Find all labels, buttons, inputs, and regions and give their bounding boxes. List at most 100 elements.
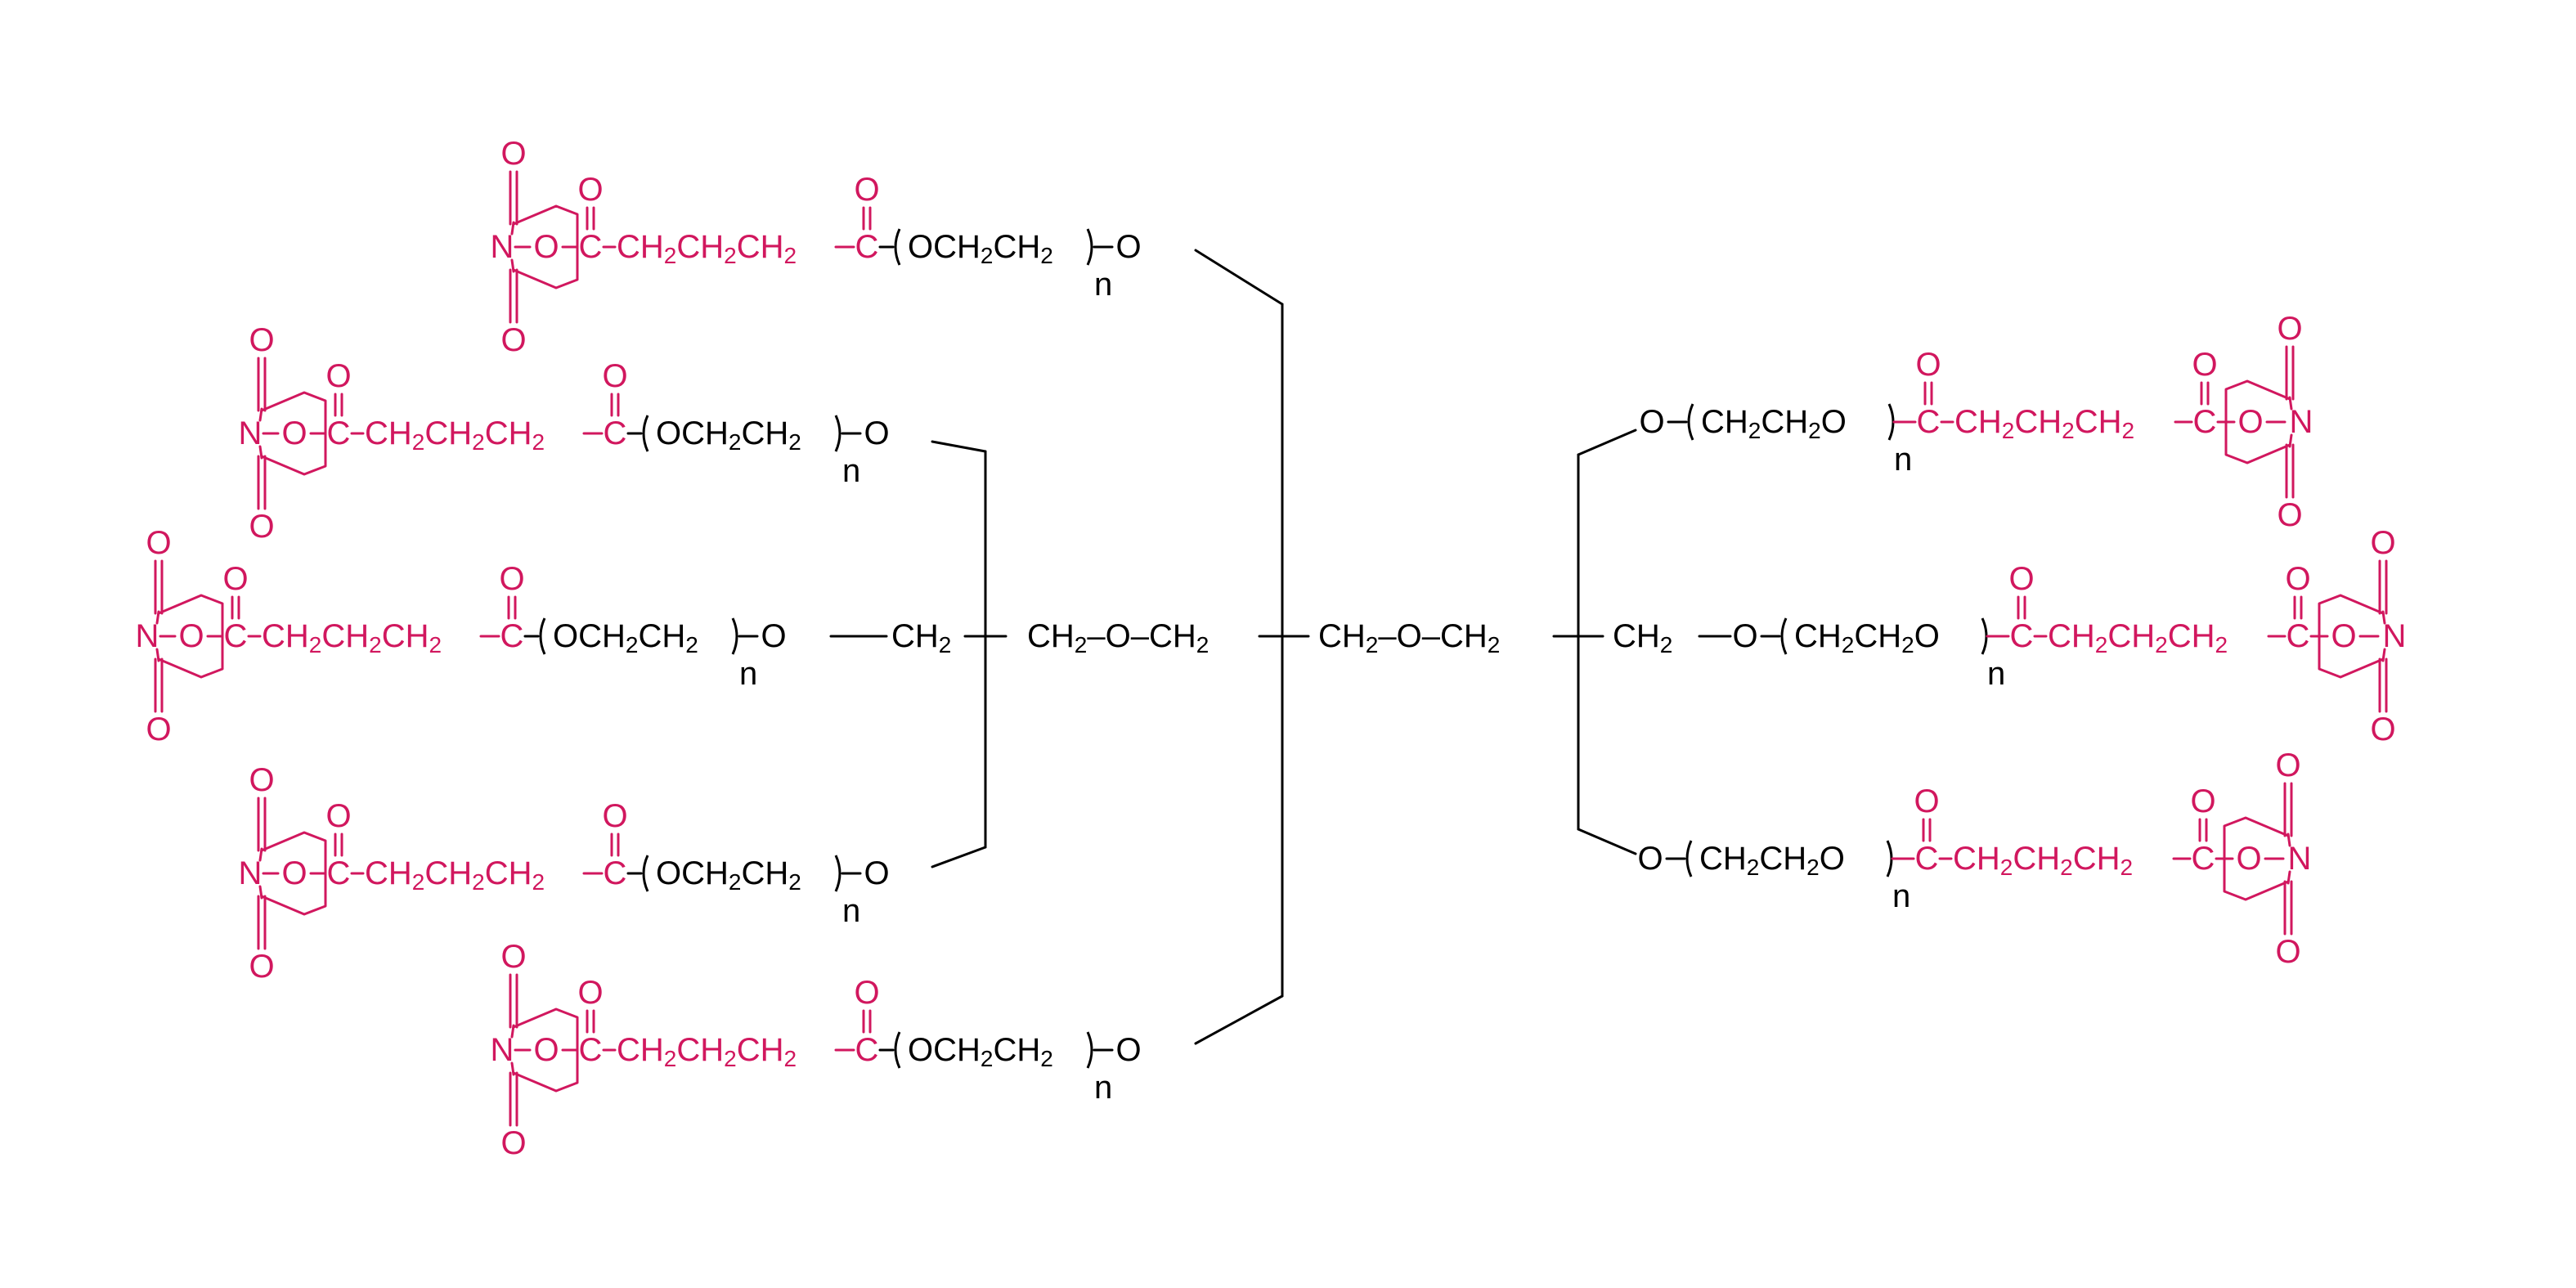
carbonyl-oxygen: O <box>2008 561 2034 597</box>
subscript: 2 <box>1075 632 1088 657</box>
ring-bond <box>2287 832 2291 847</box>
formula-part: CH <box>741 855 788 891</box>
ester-oxygen: O <box>178 618 204 654</box>
repeat-open-bracket <box>894 1031 901 1069</box>
formula-part: CH <box>1613 618 1660 654</box>
formula-part: CH <box>262 618 309 654</box>
nitrogen-atom: N <box>239 855 263 891</box>
branch-bond <box>1577 429 1637 456</box>
formula-part: CH <box>485 855 532 891</box>
subscript: 2 <box>2120 855 2134 880</box>
ester-oxygen: O <box>2236 841 2261 877</box>
ester-oxygen: O <box>533 1032 559 1068</box>
carbonyl-oxygen: O <box>249 509 274 545</box>
ester-oxygen: O <box>281 415 307 451</box>
carbonyl-carbon: C <box>2010 618 2034 654</box>
carbonyl-carbon: C <box>224 618 248 654</box>
carbonyl-oxygen: O <box>325 358 351 394</box>
carbonyl-oxygen: O <box>249 762 274 798</box>
peg-repeat-unit: OCH2CH2 <box>908 229 1053 268</box>
repeat-close-bracket <box>1981 617 1988 655</box>
carbonyl-oxygen: O <box>2192 347 2217 383</box>
carbonyl-oxygen: O <box>1914 783 1939 819</box>
carbonyl-carbon: C <box>2193 404 2217 440</box>
carbonyl-carbon: C <box>1915 841 1939 877</box>
formula-part: CH <box>1318 618 1366 654</box>
peg-repeat-unit: OCH2CH2 <box>553 618 698 657</box>
subscript: 2 <box>729 869 742 895</box>
carbonyl-oxygen: O <box>577 172 603 208</box>
carbonyl-oxygen: O <box>2275 934 2300 970</box>
formula-part: CH <box>676 1032 724 1068</box>
carbonyl-oxygen: O <box>1915 347 1941 383</box>
methylene-group: CH2 <box>1613 618 1672 657</box>
carbonyl-carbon: C <box>855 1032 879 1068</box>
carbonyl-oxygen: O <box>499 561 524 597</box>
peg-repeat-unit: CH2CH2O <box>1699 841 1845 880</box>
nitrogen-atom: N <box>491 229 514 265</box>
formula-part: OCH <box>908 229 981 265</box>
ring-bond <box>510 221 515 236</box>
linker-chain: CH2CH2CH2 <box>2048 618 2228 657</box>
peg-repeat-unit: OCH2CH2 <box>908 1032 1053 1071</box>
subscript: 2 <box>724 243 737 268</box>
formula-part: CH <box>2014 404 2062 440</box>
subscript: 2 <box>784 243 797 268</box>
subscript: 2 <box>788 429 801 455</box>
carbonyl-oxygen: O <box>2190 783 2215 819</box>
subscript: 2 <box>309 632 322 657</box>
formula-part: OCH <box>656 415 729 451</box>
subscript: 2 <box>412 429 425 455</box>
subscript: 2 <box>784 1046 797 1071</box>
formula-part: OCH <box>908 1032 981 1068</box>
ether-oxygen: O <box>1115 229 1141 265</box>
subscript: 2 <box>2002 418 2015 443</box>
subscript: 2 <box>981 1046 994 1071</box>
carbonyl-oxygen: O <box>325 798 351 834</box>
subscript: 2 <box>788 869 801 895</box>
subscript: 2 <box>626 632 639 657</box>
ring-bond <box>258 407 263 422</box>
linker-chain: CH2CH2CH2 <box>1954 404 2134 443</box>
subscript: 2 <box>2062 418 2075 443</box>
branch-bond <box>1577 828 1637 855</box>
subscript: 2 <box>724 1046 737 1071</box>
formula-part: CH <box>1699 841 1747 877</box>
succinimide-ring <box>2224 379 2291 464</box>
subscript: 2 <box>1842 632 1855 657</box>
subscript: 2 <box>1747 855 1760 880</box>
formula-part: CH <box>891 618 939 654</box>
ring-bond <box>510 1024 515 1039</box>
ring-bond <box>510 1061 515 1076</box>
ether-oxygen: O <box>864 415 889 451</box>
formula-part: CH <box>1759 841 1806 877</box>
subscript: 2 <box>1748 418 1761 443</box>
ring-bond <box>258 847 263 862</box>
formula-part: CH <box>617 229 664 265</box>
formula-part: CH <box>737 1032 784 1068</box>
succinimide-ring <box>2223 816 2289 901</box>
formula-part: CH <box>638 618 685 654</box>
subscript: 2 <box>729 429 742 455</box>
carbonyl-oxygen: O <box>577 975 603 1011</box>
repeat-close-bracket <box>1887 403 1895 441</box>
carbonyl-oxygen: O <box>146 711 171 747</box>
repeat-close-bracket <box>731 617 738 655</box>
ring-bond <box>155 610 160 625</box>
peg-repeat-unit: OCH2CH2 <box>656 415 801 455</box>
repeat-open-bracket <box>1687 403 1694 441</box>
carbonyl-oxygen: O <box>500 939 526 975</box>
subscript: 2 <box>1808 418 1821 443</box>
repeat-open-bracket <box>642 855 649 892</box>
branch-bond <box>1194 994 1284 1045</box>
ring-bond <box>2381 610 2386 625</box>
subscript: 2 <box>2155 632 2168 657</box>
formula-part: CH <box>1953 841 2000 877</box>
formula-part: CH <box>676 229 724 265</box>
repeat-open-bracket <box>1685 840 1693 877</box>
formula-part: –O–CH <box>1378 618 1487 654</box>
nitrogen-atom: N <box>239 415 263 451</box>
formula-part: CH <box>2107 618 2155 654</box>
ring-bond <box>2288 433 2293 448</box>
